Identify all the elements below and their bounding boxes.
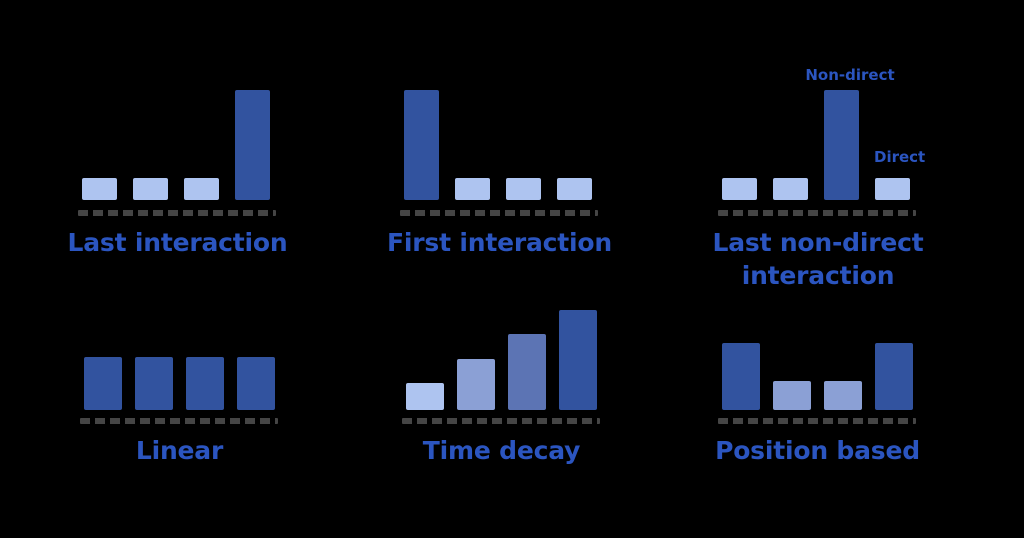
bar-1 bbox=[82, 178, 117, 200]
plot-position-based bbox=[718, 300, 923, 410]
baseline-dashed bbox=[78, 210, 276, 216]
bar-1 bbox=[404, 90, 439, 200]
bar-2 bbox=[133, 178, 168, 200]
baseline-dashed bbox=[718, 210, 916, 216]
baseline-dashed bbox=[402, 418, 600, 424]
plot-first-interaction bbox=[400, 90, 605, 200]
bar-1 bbox=[84, 357, 122, 410]
bar-2 bbox=[457, 359, 495, 410]
bar-4 bbox=[235, 90, 270, 200]
panel-time-decay: Time decay bbox=[402, 300, 607, 480]
bar-4 bbox=[237, 357, 275, 410]
bar-4 bbox=[875, 343, 913, 410]
bar-1 bbox=[722, 343, 760, 410]
annotation-non-direct: Non-direct bbox=[805, 66, 895, 84]
plot-last-non-direct bbox=[718, 90, 923, 200]
panel-linear: Linear bbox=[80, 300, 285, 480]
bar-3 bbox=[186, 357, 224, 410]
bar-3 bbox=[824, 90, 859, 200]
baseline-dashed bbox=[400, 210, 598, 216]
bar-4 bbox=[557, 178, 592, 200]
panel-caption: Position based bbox=[715, 436, 920, 465]
panel-caption: First interaction bbox=[387, 228, 612, 257]
panel-position-based: Position based bbox=[715, 300, 923, 480]
plot-linear bbox=[80, 300, 285, 410]
baseline-dashed bbox=[80, 418, 278, 424]
panel-caption: Last non-direct interaction bbox=[712, 228, 924, 290]
annotation-direct: Direct bbox=[874, 148, 926, 166]
panel-caption: Time decay bbox=[422, 436, 581, 465]
panel-last-interaction: Last interaction bbox=[68, 90, 288, 270]
bar-3 bbox=[824, 381, 862, 410]
bar-4 bbox=[559, 310, 597, 410]
baseline-dashed bbox=[718, 418, 916, 424]
bar-2 bbox=[455, 178, 490, 200]
bar-3 bbox=[184, 178, 219, 200]
bar-2 bbox=[773, 381, 811, 410]
panel-first-interaction: First interaction bbox=[387, 90, 612, 270]
bar-3 bbox=[506, 178, 541, 200]
panel-caption: Linear bbox=[135, 436, 224, 465]
plot-time-decay bbox=[402, 300, 607, 410]
bar-1 bbox=[722, 178, 757, 200]
plot-last-interaction bbox=[78, 90, 283, 200]
bar-3 bbox=[508, 334, 546, 410]
bar-1 bbox=[406, 383, 444, 410]
bar-4 bbox=[875, 178, 910, 200]
bar-2 bbox=[135, 357, 173, 410]
bar-2 bbox=[773, 178, 808, 200]
panel-caption: Last interaction bbox=[67, 228, 288, 257]
panel-last-non-direct-interaction: Non-direct Direct Last non-direct intera… bbox=[712, 66, 926, 300]
